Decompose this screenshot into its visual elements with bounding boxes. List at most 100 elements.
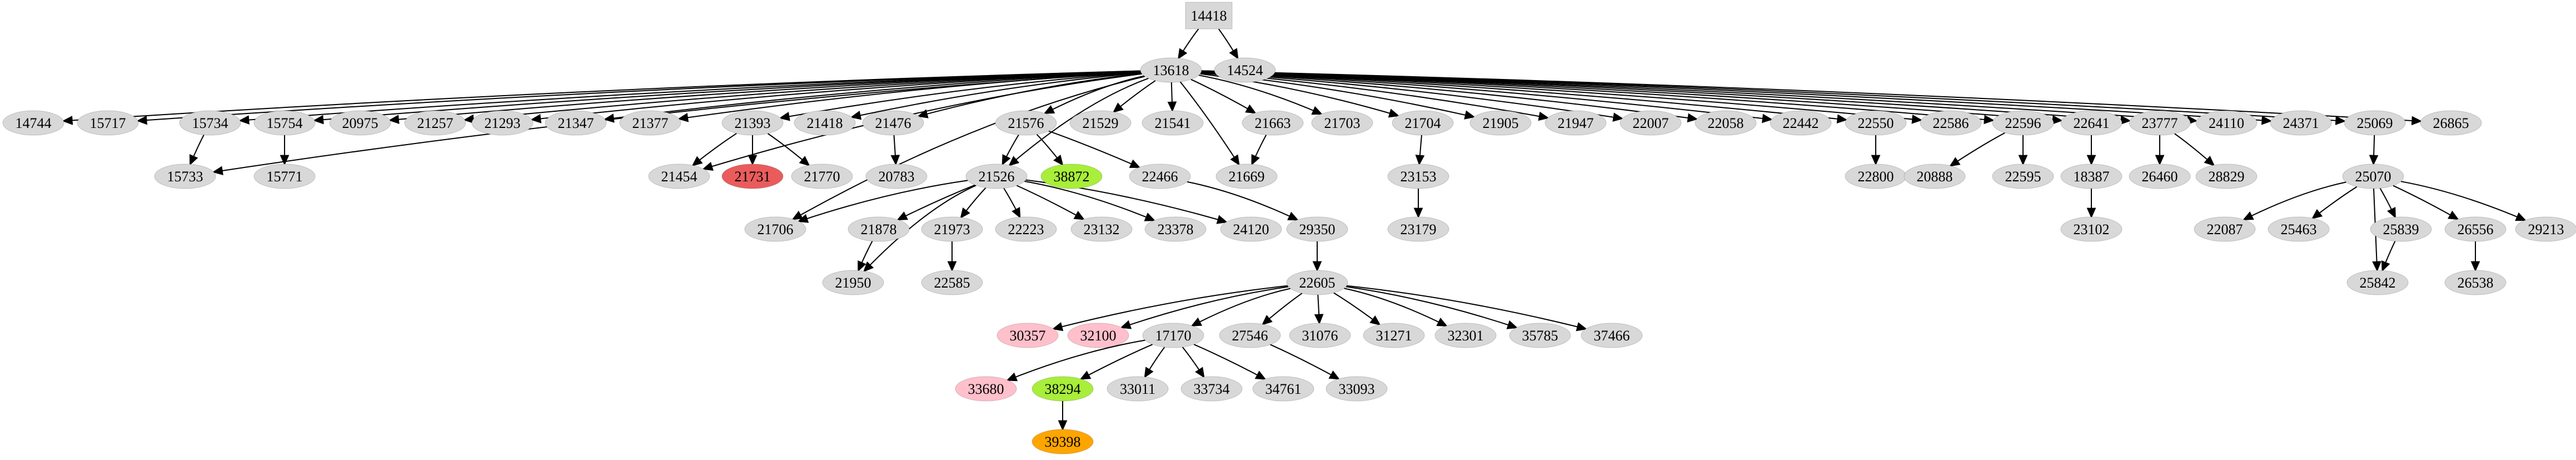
node-ellipse [1992,164,2054,189]
node-ellipse [1069,110,1132,136]
node-ellipse [2194,216,2256,242]
node-ellipse [1695,110,1757,136]
node-29350: 29350 [1286,216,1348,242]
node-label: 21377 [632,115,669,131]
edges-layer [62,28,2527,431]
node-21663: 21663 [1242,110,1304,136]
edge-17170-34761 [1193,344,1267,380]
node-label: 21878 [861,221,897,238]
node-label: 17170 [1155,328,1192,344]
node-35785: 35785 [1509,323,1571,348]
node-ellipse [1326,376,1388,402]
node-21878: 21878 [848,216,910,242]
node-21541: 21541 [1142,110,1204,136]
edge-13618-21418 [850,72,1142,120]
node-label: 14744 [16,115,52,131]
node-15717: 15717 [77,110,139,136]
node-37466: 37466 [1581,323,1643,348]
node-label: 22087 [2207,221,2243,238]
node-21703: 21703 [1311,110,1373,136]
node-ellipse [2444,216,2507,242]
edge-13618-22058 [1201,71,1698,123]
node-ellipse [2,110,64,136]
edge-22605-31271 [1333,292,1381,326]
node-label: 15734 [192,115,228,131]
node-ellipse [1904,164,1966,189]
node-21529: 21529 [1069,110,1132,136]
node-30357: 30357 [996,323,1059,348]
node-26556: 26556 [2444,216,2507,242]
node-label: 21476 [875,115,911,131]
node-21393: 21393 [721,110,784,136]
node-24120: 24120 [1220,216,1282,242]
node-28829: 28829 [2195,164,2258,189]
edge-15734-15733 [189,135,205,166]
node-ellipse [2515,216,2576,242]
node-label: 25839 [2383,221,2419,238]
node-24371: 24371 [2270,110,2332,136]
node-ellipse [2060,216,2122,242]
node-label: 21418 [807,115,843,131]
node-ellipse [791,164,853,189]
node-ellipse [1032,376,1094,402]
node-22641: 22641 [2060,110,2122,136]
node-label: 21293 [485,115,521,131]
edge-17170-38294 [1079,344,1153,380]
edge-21393-21454 [691,132,737,166]
node-ellipse [1129,164,1191,189]
edge-13618-15733 [212,71,1141,176]
edge-13618-21347 [603,71,1141,123]
node-15734: 15734 [179,110,241,136]
node-22087: 22087 [2194,216,2256,242]
edge-21526-21950 [863,185,976,273]
edge-21704-23153 [1415,135,1425,166]
node-ellipse [1214,57,1276,83]
node-ellipse [2195,110,2258,136]
edge-13618-22442 [1201,71,1773,123]
node-label: 33734 [1194,381,1230,397]
node-label: 23132 [1084,221,1120,238]
node-21347: 21347 [545,110,607,136]
node-label: 31271 [1376,328,1412,344]
node-ellipse [1140,57,1202,83]
node-label: 15717 [90,115,126,131]
node-ellipse [921,270,983,295]
node-ellipse [1070,216,1133,242]
edge-13618-21454 [702,73,1142,171]
node-21526: 21526 [965,164,1028,189]
edge-21393-21770 [767,133,810,166]
node-20975: 20975 [329,110,391,136]
edge-22605-32100 [1120,286,1289,329]
node-14418: 14418 [1185,2,1233,29]
node-ellipse [1544,110,1607,136]
edge-22605-30357 [1052,285,1288,332]
node-label: 22007 [1633,115,1669,131]
node-ellipse [1286,216,1348,242]
node-22223: 22223 [995,216,1057,242]
node-ellipse [822,270,884,295]
node-ellipse [1387,216,1449,242]
node-ellipse [1311,110,1373,136]
node-38294: 38294 [1032,376,1094,402]
edge-13618-21706 [791,76,1145,220]
node-label: 21576 [1008,115,1044,131]
edge-25070-29213 [2400,181,2527,221]
node-ellipse [721,110,784,136]
node-21293: 21293 [471,110,534,136]
edge-21576-21526 [1001,134,1019,166]
node-ellipse [1215,164,1278,189]
node-23777: 23777 [2129,110,2191,136]
node-ellipse [2270,110,2332,136]
node-ellipse [2129,110,2191,136]
edge-13618-26865 [1201,70,2423,126]
node-15771: 15771 [253,164,316,189]
node-label: 20975 [342,115,378,131]
node-label: 22596 [2005,115,2041,131]
node-label: 22641 [2074,115,2110,131]
node-label: 22466 [1142,169,1178,185]
node-label: 38872 [1054,169,1090,185]
node-label: 21973 [934,221,970,238]
node-label: 24110 [2209,115,2244,131]
node-ellipse [2060,164,2122,189]
